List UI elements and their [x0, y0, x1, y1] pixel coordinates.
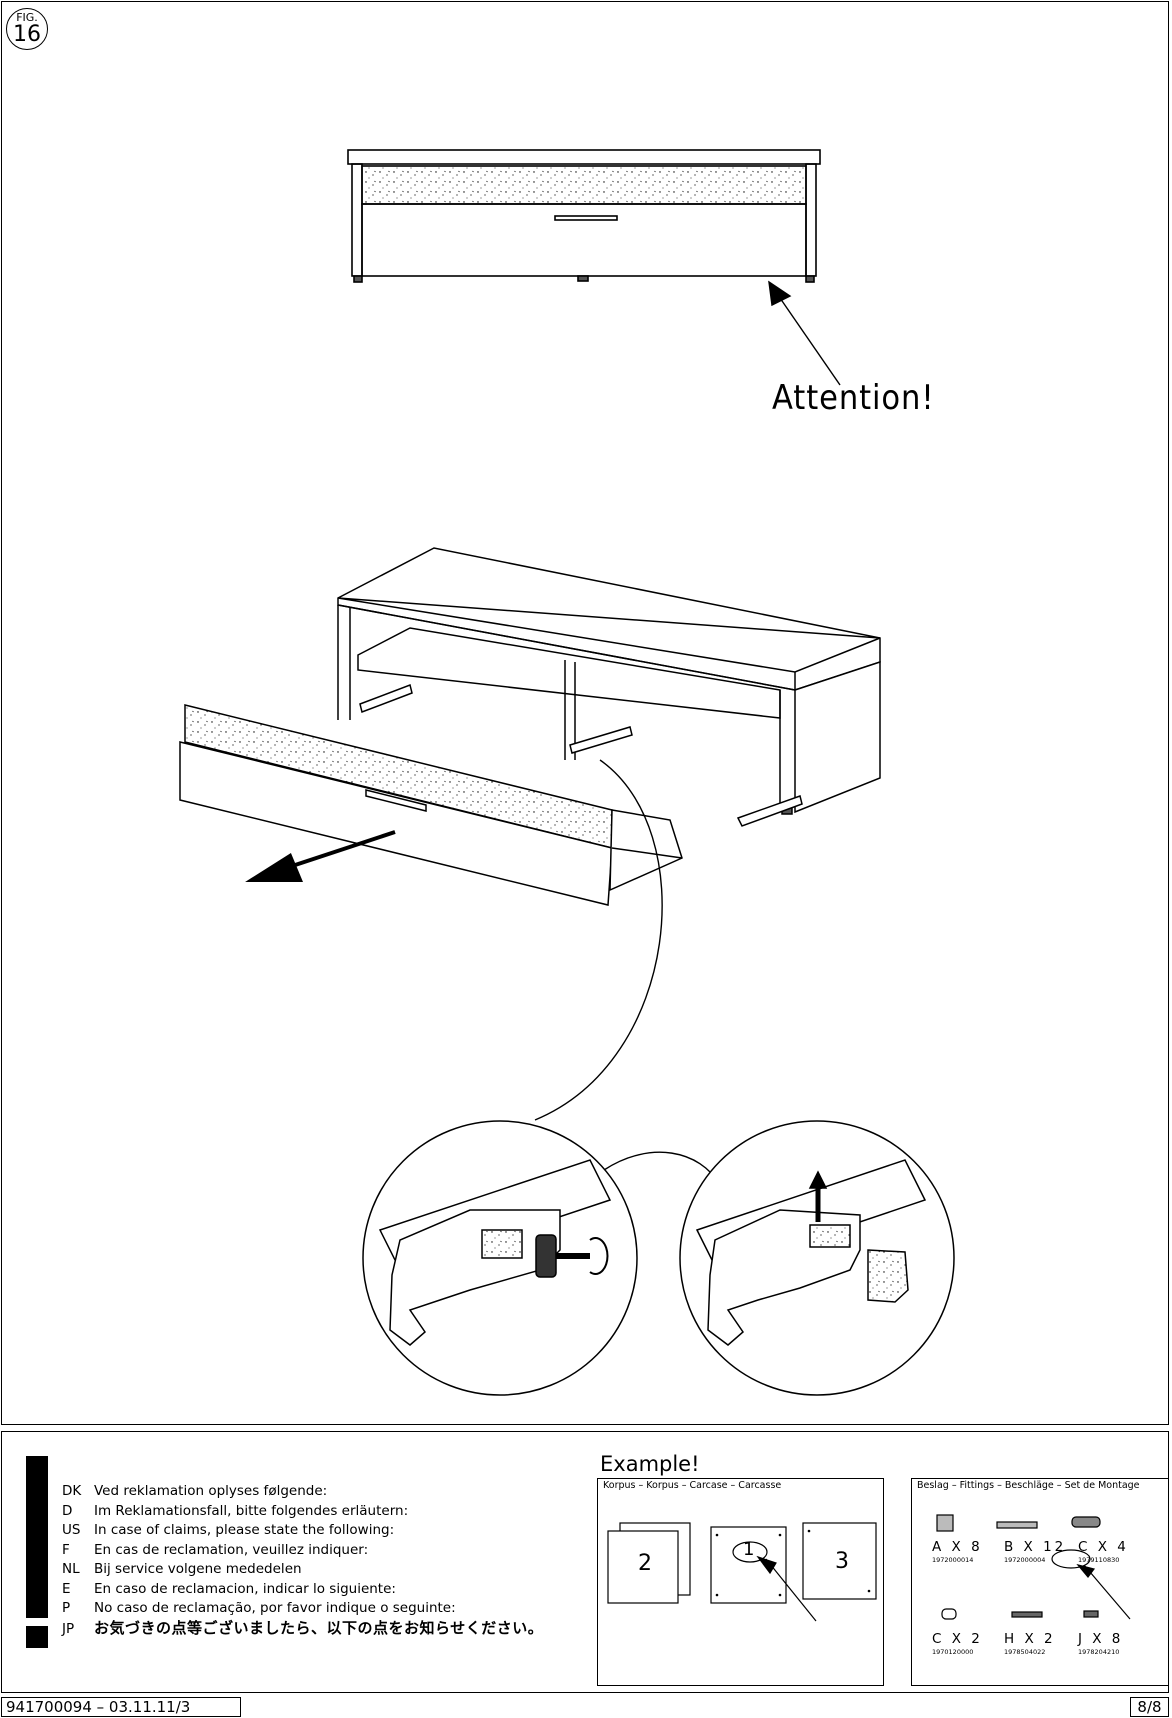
- fittings-header: Beslag – Fittings – Beschläge – Set de M…: [917, 1480, 1140, 1491]
- assembly-illustration: [179, 149, 955, 1396]
- page-number: 8/8: [1130, 1697, 1169, 1717]
- fitting-a-code: 1972000014: [932, 1556, 974, 1564]
- detail-circle-lift: [679, 1120, 955, 1396]
- cam-bolt-icon: [996, 1521, 1038, 1529]
- cam-lock-icon: [936, 1514, 954, 1532]
- warning-exclamation-dot: [26, 1626, 48, 1648]
- small-screw-icon: [1083, 1610, 1099, 1618]
- fitting-a-label: A X 8: [932, 1539, 983, 1555]
- carcass-panels-drawing: [607, 1522, 877, 1622]
- document-reference: 941700094 – 03.11.11/3: [1, 1697, 241, 1717]
- panel-number-1: 1: [743, 1539, 755, 1560]
- carcass-header: Korpus – Korpus – Carcase – Carcasse: [603, 1480, 782, 1491]
- fitting-h-code: 1978504022: [1004, 1648, 1046, 1656]
- tv-unit-front-view: [347, 149, 821, 283]
- panel-number-3: 3: [835, 1549, 849, 1574]
- attention-label: Attention!: [772, 378, 935, 418]
- figure-badge: FIG. 16: [6, 8, 48, 50]
- tv-unit-perspective: [179, 547, 881, 906]
- detail-circle-unlock: [362, 1120, 638, 1396]
- pull-arrow: [245, 830, 396, 882]
- instruction-frame: [1, 1, 1169, 1425]
- fitting-j-label: J X 8: [1078, 1631, 1124, 1647]
- fitting-b-label: B X 12: [1004, 1539, 1067, 1555]
- warning-exclamation-icon: [26, 1456, 48, 1618]
- example-title: Example!: [600, 1452, 700, 1476]
- fitting-j-code: 1978204210: [1078, 1648, 1120, 1656]
- dowel-icon: [1071, 1516, 1101, 1528]
- fitting-h-label: H X 2: [1004, 1631, 1056, 1647]
- fittings-example-box: Beslag – Fittings – Beschläge – Set de M…: [911, 1478, 1169, 1686]
- fitting-c2-label: C X 2: [932, 1631, 983, 1647]
- screw-icon: [1011, 1611, 1043, 1618]
- attention-arrow: [768, 280, 841, 386]
- figure-number: 16: [13, 22, 41, 47]
- carcass-example-box: Korpus – Korpus – Carcase – Carcasse 2 1…: [597, 1478, 884, 1686]
- fitting-c-label: C X 4: [1078, 1539, 1129, 1555]
- fitting-c2-code: 1970120000: [932, 1648, 974, 1656]
- panel-number-2: 2: [638, 1551, 652, 1576]
- fitting-b-code: 1972000004: [1004, 1556, 1046, 1564]
- fitting-c-code: 1979110830: [1078, 1556, 1120, 1564]
- figure-label: FIG.: [16, 11, 38, 24]
- plug-icon: [941, 1608, 957, 1620]
- fittings-drawing: [936, 1514, 1131, 1620]
